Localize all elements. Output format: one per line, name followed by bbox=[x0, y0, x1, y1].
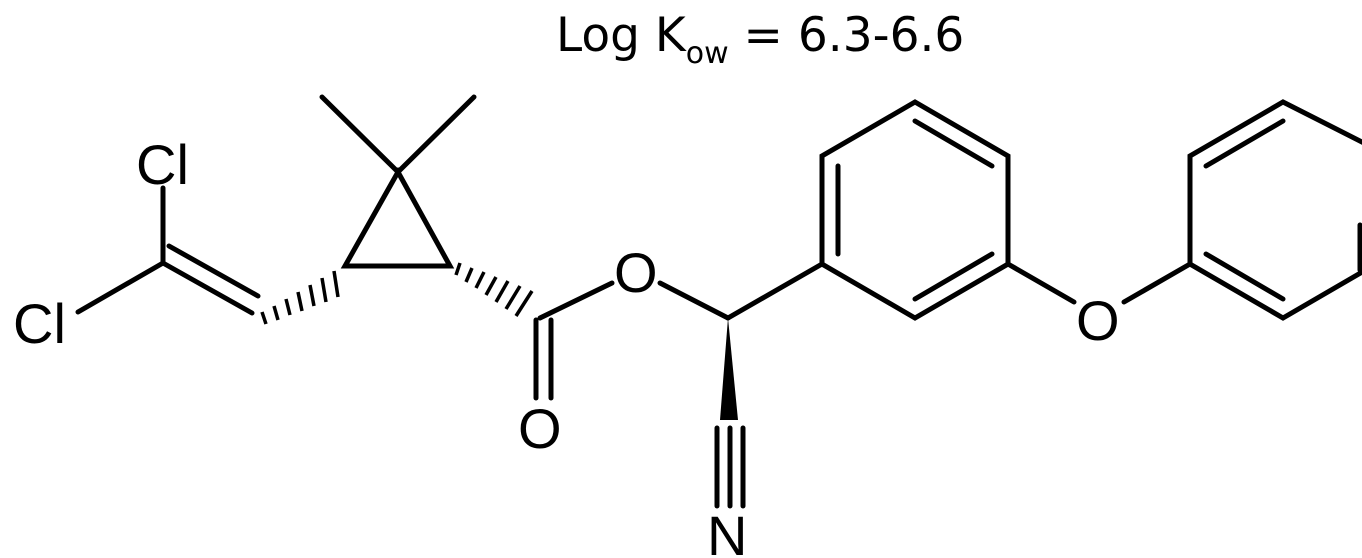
log-kow-subscript: ow bbox=[686, 36, 729, 71]
bond-methyl-right bbox=[395, 94, 477, 175]
cyclopropane-ring bbox=[340, 166, 455, 269]
bond-carbonyl-o-ester bbox=[537, 280, 615, 321]
atom-cl-left: Cl bbox=[13, 292, 66, 355]
atom-o-ester: O bbox=[614, 241, 658, 304]
wedge-bond-ch-cn bbox=[720, 318, 738, 420]
bond-cl-left-c bbox=[75, 260, 166, 315]
atom-o-ether: O bbox=[1076, 289, 1120, 352]
hashed-bond-vinyl-ring bbox=[260, 270, 340, 325]
bond-ring1-o-ether bbox=[1005, 261, 1077, 305]
ring1-inner-bond-c bbox=[912, 251, 995, 302]
bond-methyl-left bbox=[319, 94, 401, 175]
ring1-inner-bond-b bbox=[912, 118, 995, 169]
bond-vinyl-double-a bbox=[160, 260, 255, 316]
log-kow-label: Log Kow = 6.3-6.6 bbox=[556, 8, 964, 71]
atom-n-nitrile: N bbox=[707, 504, 747, 558]
bond-o-ether-ring2 bbox=[1121, 261, 1193, 305]
log-kow-prefix: Log K bbox=[556, 8, 687, 63]
atom-o-carbonyl: O bbox=[518, 397, 562, 460]
bond-ch-ring1 bbox=[725, 261, 825, 321]
ring2-inner-bond-a bbox=[1203, 118, 1286, 169]
bond-vinyl-double-b bbox=[166, 243, 261, 299]
hashed-bond-ring-carbonyl bbox=[454, 262, 534, 317]
benzene-ring-2 bbox=[1187, 99, 1362, 321]
benzene-ring-1 bbox=[819, 99, 1011, 321]
atom-cl-top: Cl bbox=[136, 133, 189, 196]
ring2-inner-bond-b bbox=[1203, 251, 1286, 302]
log-kow-suffix: = 6.3-6.6 bbox=[729, 8, 965, 63]
bond-o-ester-ch bbox=[657, 280, 731, 321]
